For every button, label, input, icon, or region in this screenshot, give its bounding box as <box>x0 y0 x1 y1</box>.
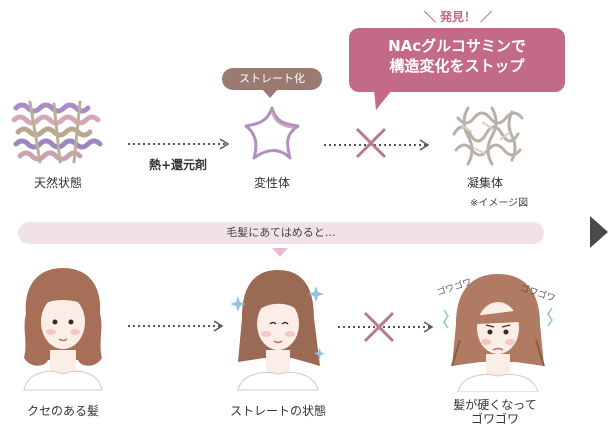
heat-reductant-label: 熱+還元剤 <box>148 158 208 172</box>
banner-pointer <box>272 248 288 257</box>
stiff-hair-label-line2: ゴワゴワ <box>470 412 519 426</box>
stiff-hair-face <box>451 274 545 392</box>
discovery-text: ＼ 発見！ ／ <box>423 10 493 24</box>
cross-icon <box>355 127 387 159</box>
curly-hair-label: クセのある髪 <box>26 404 99 418</box>
aggregate-image <box>452 106 524 166</box>
curly-hair-face <box>23 268 103 391</box>
denatured-image <box>244 106 300 160</box>
image-note: ※イメージ図 <box>470 198 529 209</box>
denatured-label: 変性体 <box>253 176 290 190</box>
cross-icon-bottom <box>363 311 395 343</box>
stiff-hair-label: 髪が硬くなって ゴワゴワ <box>440 398 550 426</box>
next-arrow-icon[interactable] <box>588 214 610 250</box>
stiff-hair-label-line1: 髪が硬くなって <box>453 398 537 412</box>
arrow-straighten-bottom <box>128 320 224 332</box>
pill-tail <box>262 89 278 98</box>
callout-tail <box>374 90 392 110</box>
straighten-pill: ストレート化 <box>222 68 322 90</box>
straight-hair-face <box>230 270 325 391</box>
straight-hair-label: ストレートの状態 <box>229 404 326 418</box>
arrow-heat <box>128 138 230 150</box>
arrow-blocked-bottom <box>338 321 434 333</box>
callout-line2: 構造変化をストップ <box>389 57 525 75</box>
hair-banner: 毛髪にあてはめると… <box>18 222 544 244</box>
native-state-image <box>11 100 103 164</box>
native-state-label: 天然状態 <box>33 176 82 190</box>
stiff-hair-marks <box>443 307 553 329</box>
nac-callout: NAcグルコサミンで 構造変化をストップ <box>349 28 565 92</box>
callout-line1: NAcグルコサミンで <box>388 37 526 55</box>
aggregate-label: 凝集体 <box>466 176 503 190</box>
